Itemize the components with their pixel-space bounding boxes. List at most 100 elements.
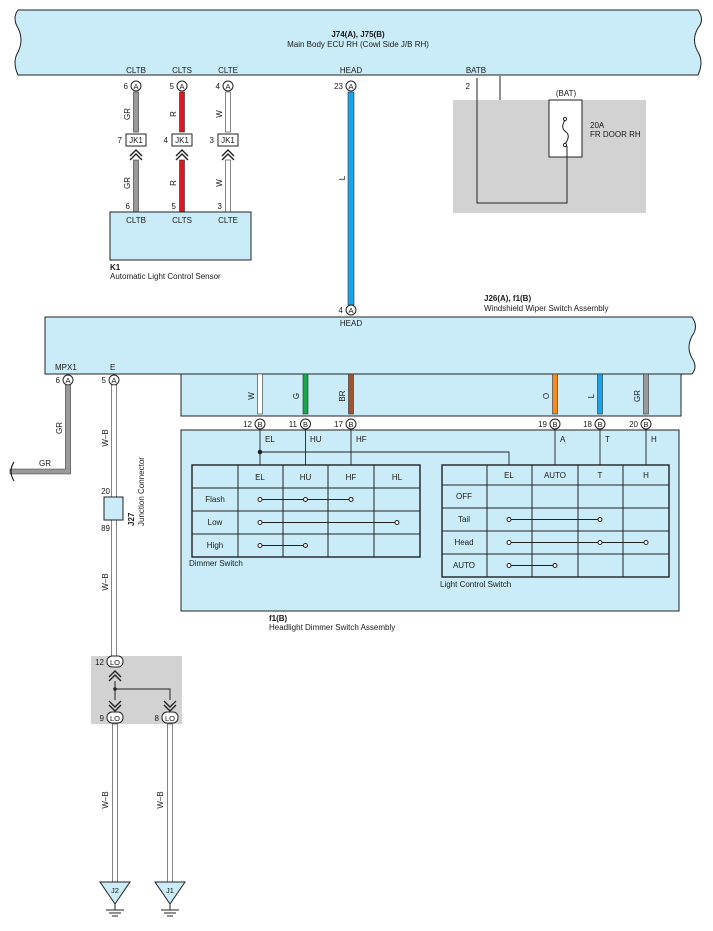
jk-pin: 4 (164, 136, 169, 145)
conn-letter: A (179, 82, 184, 91)
wire-code: W (215, 179, 224, 187)
sensor-pin-label: CLTB (126, 216, 146, 225)
light-row-label: Head (454, 538, 473, 547)
e-ground-wire: W–B W–B (101, 384, 117, 658)
switch-link-node (303, 543, 308, 548)
pin-num: 4 (216, 82, 221, 91)
dimmer-switch-table: EL HU HF HL Flash Low High Dimmer Switch (189, 464, 421, 568)
conn-letter: A (348, 306, 353, 315)
pin-num: 18 (583, 420, 592, 429)
sensor-wire-gr: GR GR JK1 7 6 (118, 91, 147, 213)
fuse-area: (BAT) 20A FR DOOR RH (453, 76, 646, 213)
wire-code: L (338, 175, 347, 180)
fuse-source: (BAT) (556, 89, 577, 98)
wire-code: GR (39, 459, 51, 468)
inner-switch-box (180, 373, 682, 417)
wire-code: L (587, 393, 596, 398)
sensor-pin-label: CLTS (172, 216, 192, 225)
ecu-connectors: J74(A), J75(B) (331, 30, 385, 39)
switch-link-node (303, 497, 308, 502)
pin-label: A (560, 435, 566, 444)
light-row-label: Tail (458, 515, 470, 524)
lo-out-pin: 8 (155, 714, 160, 723)
dimmer-table-title: Dimmer Switch (189, 559, 243, 568)
jk-pin: 3 (210, 136, 215, 145)
conn-letter: A (111, 376, 116, 385)
conn-letter: B (348, 420, 353, 429)
e-label: E (110, 363, 115, 372)
ecu-pin-label-clte: CLTE (218, 66, 238, 75)
pin-num: 12 (243, 420, 252, 429)
pin-num: 23 (334, 82, 343, 91)
jk-label: JK1 (129, 136, 143, 145)
ground-id: J1 (166, 886, 174, 895)
ground-wire-j2: W–B J2 (99, 723, 131, 917)
left-pins: A 6 A 5 (56, 374, 120, 386)
light-col-header: T (598, 471, 603, 480)
light-col-header: EL (504, 471, 514, 480)
pin-num: 5 (170, 82, 175, 91)
sensor-wire-r: R R JK1 4 5 (164, 91, 193, 213)
wire-code: W–B (101, 791, 110, 808)
pin-num: 19 (538, 420, 547, 429)
b-pins: B 12 EL B 11 HU B 17 HF B 19 A B 18 T B … (243, 418, 657, 444)
ecu-block: J74(A), J75(B) Main Body ECU RH (Cowl Si… (14, 9, 702, 76)
junction-pin: 89 (101, 524, 110, 533)
switch-link-node (597, 517, 603, 522)
dimmer-assembly-id: f1(B) (269, 614, 288, 623)
light-row-label: OFF (456, 492, 472, 501)
inner-wires: W G BR O L GR (247, 373, 649, 415)
switch-link-node (257, 520, 263, 525)
pin-num: 6 (56, 376, 61, 385)
conn-letter: A (225, 82, 230, 91)
pin-label: EL (265, 435, 275, 444)
mpx1-label: MPX1 (55, 363, 77, 372)
wire-code: W–B (101, 429, 110, 446)
conn-letter: A (65, 376, 70, 385)
wire-code: GR (633, 390, 642, 402)
switch-link-node (552, 563, 558, 568)
mpx1-wire: GR GR (9, 384, 71, 482)
conn-letter: A (348, 82, 353, 91)
light-table-title: Light Control Switch (440, 580, 511, 589)
sensor-id: K1 (110, 263, 121, 272)
sensor-pin-label: CLTE (218, 216, 238, 225)
wire-code: W (215, 110, 224, 118)
wire-code: GR (55, 422, 64, 434)
ecu-pin-label-head: HEAD (340, 66, 362, 75)
wire-code: GR (123, 177, 132, 189)
lo-connector-block: LO 12 LO 9 LO 8 (91, 655, 182, 724)
sensor-pin-num: 5 (172, 202, 177, 211)
dimmer-col-header: HF (346, 473, 357, 482)
ecu-pins: 6 A 5 A 4 A 23 A 2 (124, 80, 471, 92)
junction-connector: 20 89 J27 Junction Connector (101, 457, 146, 533)
wire-code: W–B (101, 573, 110, 590)
wiper-switch-block: J26(A), f1(B) Windshield Wiper Switch As… (44, 294, 696, 375)
wire-code: R (169, 111, 178, 117)
wiper-connectors: J26(A), f1(B) (484, 294, 531, 303)
sensor-name: Automatic Light Control Sensor (110, 272, 221, 281)
wire-code: R (169, 180, 178, 186)
switch-link-node (348, 497, 354, 502)
light-col-header: H (643, 471, 649, 480)
pin-num: 20 (629, 420, 638, 429)
switch-link-node (506, 540, 512, 545)
conn-letter: A (133, 82, 138, 91)
pin-num: 11 (289, 420, 298, 429)
pin-num: 2 (466, 82, 471, 91)
wire-code: GR (123, 108, 132, 120)
dimmer-assembly-name: Headlight Dimmer Switch Assembly (269, 623, 395, 632)
ecu-pin-label-batb: BATB (466, 66, 486, 75)
sensor-pin-num: 3 (218, 202, 223, 211)
jk-label: JK1 (175, 136, 189, 145)
pin-num: 17 (334, 420, 343, 429)
light-sensor-block: CLTB CLTS CLTE K1 Automatic Light Contro… (109, 211, 252, 281)
wire-code: BR (338, 390, 347, 401)
head-wire: L A 4 (338, 91, 357, 316)
dimmer-col-header: EL (255, 473, 265, 482)
jk-pin: 7 (118, 136, 123, 145)
switch-link-node (597, 540, 603, 545)
lo-label: LO (110, 714, 120, 723)
wiper-head-label: HEAD (340, 319, 362, 328)
